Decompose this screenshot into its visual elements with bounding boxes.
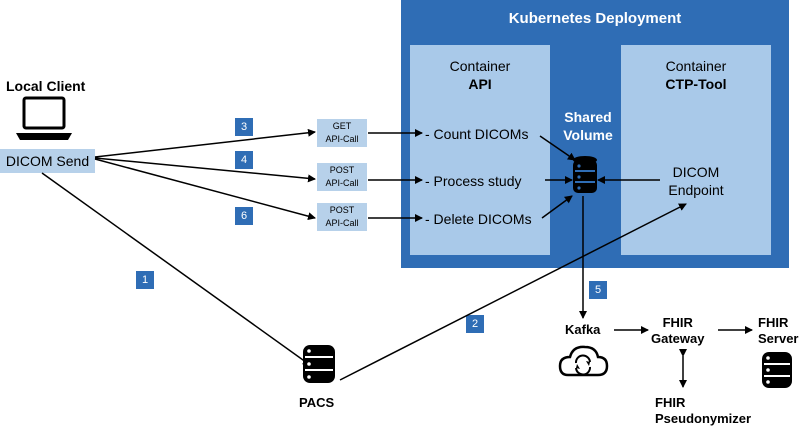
step-badge-2: 2 — [466, 315, 484, 333]
shared-volume-label: Shared Volume — [555, 108, 621, 144]
fhir-pseudonymizer-line1: FHIR — [655, 395, 686, 410]
arrow-count-to-volume — [539, 135, 576, 161]
dicom-endpoint: DICOM Endpoint — [640, 163, 752, 199]
fhir-server-database-icon — [762, 352, 792, 388]
fhir-server-line1: FHIR — [758, 315, 789, 330]
kafka-label: Kafka — [565, 322, 601, 337]
dicom-send-button[interactable]: DICOM Send — [0, 149, 95, 173]
step-badge-4: 4 — [235, 151, 253, 169]
container-ctp-tool: Container CTP-Tool — [621, 45, 771, 255]
api-call-get-label: API-Call — [325, 134, 359, 144]
shared-volume-line1: Shared — [564, 109, 612, 125]
api-call-get-method: GET — [332, 121, 352, 131]
container-api: Container API — [410, 45, 550, 255]
dicom-endpoint-line2: Endpoint — [668, 182, 724, 198]
fhir-server-line2: Server — [758, 331, 799, 346]
local-client-label: Local Client — [6, 78, 86, 94]
dicom-endpoint-line1: DICOM — [672, 164, 720, 180]
shared-volume-line2: Volume — [563, 127, 613, 143]
laptop-icon — [16, 96, 72, 140]
api-call-get[interactable]: GET API-Call — [317, 119, 367, 147]
container-api-label: Container — [449, 58, 511, 74]
fhir-pseudonymizer-label: FHIR Pseudonymizer — [655, 395, 751, 427]
cloud-sync-icon — [558, 345, 609, 377]
arrow-send-to-post-delete — [94, 158, 316, 221]
step-badge-1: 1 — [136, 271, 154, 289]
api-call-post-delete[interactable]: POST API-Call — [317, 203, 367, 231]
arrow-send-to-get — [94, 128, 316, 158]
container-api-name: API — [468, 76, 492, 92]
pacs-label: PACS — [299, 395, 335, 410]
fhir-gateway-line1: FHIR — [662, 315, 693, 330]
api-call-post-process-method: POST — [329, 165, 355, 175]
api-item-process: - Process study — [425, 173, 522, 189]
arrow-send-to-post-process — [94, 157, 316, 183]
step-badge-5: 5 — [589, 281, 607, 299]
fhir-server-label: FHIR Server — [758, 315, 798, 347]
step-badge-3: 3 — [235, 118, 253, 136]
arrow-delete-to-volume — [541, 195, 573, 219]
fhir-gateway-label: FHIR Gateway — [651, 315, 704, 347]
api-call-post-process[interactable]: POST API-Call — [317, 163, 367, 191]
container-ctp-name: CTP-Tool — [665, 76, 727, 92]
api-call-post-delete-label: API-Call — [325, 218, 359, 228]
kubernetes-title: Kubernetes Deployment — [508, 10, 682, 27]
arrow-pacs-to-endpoint — [339, 203, 687, 381]
api-item-delete: - Delete DICOMs — [425, 211, 532, 227]
step-badge-6: 6 — [235, 207, 253, 225]
api-call-post-delete-method: POST — [329, 205, 355, 215]
api-call-post-process-label: API-Call — [325, 178, 359, 188]
container-ctp-label: Container — [665, 58, 727, 74]
arrow-send-to-pacs — [41, 172, 311, 366]
shared-volume-database-icon — [573, 156, 597, 193]
api-item-count: - Count DICOMs — [425, 126, 529, 142]
fhir-gateway-line2: Gateway — [651, 331, 705, 346]
fhir-pseudonymizer-line2: Pseudonymizer — [655, 411, 752, 426]
pacs-database-icon — [303, 345, 335, 383]
